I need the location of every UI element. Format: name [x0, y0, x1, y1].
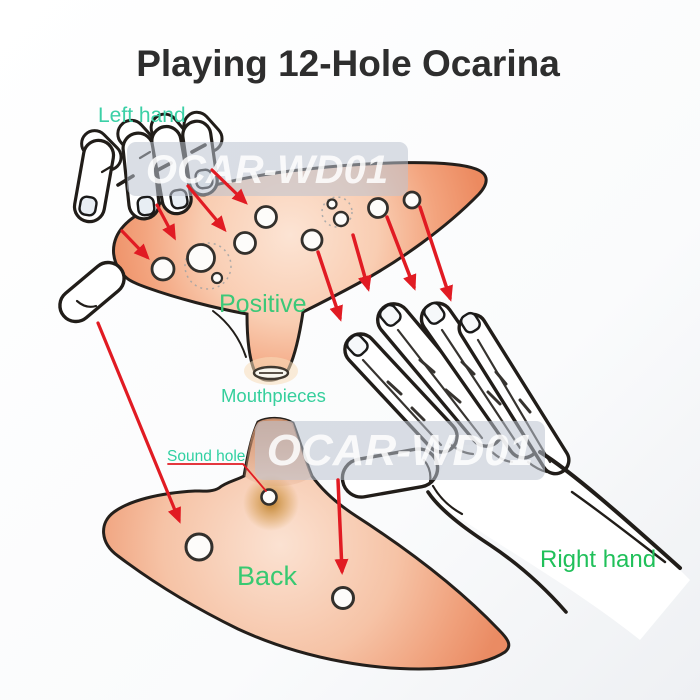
hand-lower-edge	[426, 490, 568, 614]
finger-arrow	[120, 229, 150, 260]
wrist-outline	[538, 450, 682, 570]
ocarina-back-body	[102, 416, 511, 671]
finger-arrow	[418, 205, 453, 302]
finger-hole	[332, 210, 350, 228]
finger-hole	[150, 256, 176, 282]
mouthpiece-crease	[212, 310, 247, 358]
ocarina-top-view	[112, 161, 488, 385]
finger-hole	[254, 205, 278, 229]
fingernail	[345, 333, 369, 357]
fingernail	[78, 195, 98, 217]
label-right-hand: Right hand	[540, 546, 656, 573]
watermark-text: OCAR-WD01	[267, 426, 533, 475]
label-sound-hole: Sound hole	[167, 448, 245, 465]
sound-hole-pointer	[167, 463, 267, 492]
thumb-arrow	[334, 478, 349, 575]
finger-hole	[402, 190, 422, 210]
finger-arrow	[316, 250, 343, 322]
finger-hole	[233, 231, 257, 255]
finger-arrow	[210, 168, 248, 205]
finger-arrow	[186, 184, 227, 233]
thumb-hole	[184, 532, 214, 562]
label-positive: Positive	[219, 290, 307, 318]
finger-hole	[367, 197, 389, 219]
fingernail	[378, 303, 402, 327]
thumb	[58, 260, 126, 324]
thumb-crease	[75, 299, 98, 308]
finger-arrow	[155, 203, 176, 241]
label-left-hand: Left hand	[98, 104, 186, 127]
thumb-hole	[331, 586, 355, 610]
hand-back	[430, 444, 690, 640]
finger-arrow	[385, 215, 417, 291]
hole-halo	[321, 196, 353, 228]
page-title: Playing 12-Hole Ocarina	[136, 43, 560, 84]
sound-hole	[260, 488, 278, 506]
fingernail	[423, 301, 446, 325]
finger-hole	[326, 198, 338, 210]
watermark: OCAR-WD01	[127, 142, 408, 196]
finger-hole	[300, 228, 324, 252]
finger-holes-top	[150, 190, 422, 285]
watermark-text: OCAR-WD01	[146, 148, 388, 192]
fingernail	[459, 311, 481, 334]
thumb-arrow-long	[96, 321, 181, 524]
hole-halo	[184, 242, 232, 290]
label-mouthpieces: Mouthpieces	[221, 385, 326, 406]
watermark-band	[255, 421, 545, 480]
fingernail	[136, 195, 156, 217]
watermark-band	[127, 142, 408, 196]
label-back: Back	[237, 561, 298, 591]
wrist-line	[570, 490, 667, 564]
finger-arrow	[351, 233, 372, 292]
finger-hole	[210, 271, 224, 285]
finger-hole	[186, 243, 216, 273]
watermark: OCAR-WD01	[255, 421, 545, 480]
finger-arrows	[96, 168, 453, 575]
